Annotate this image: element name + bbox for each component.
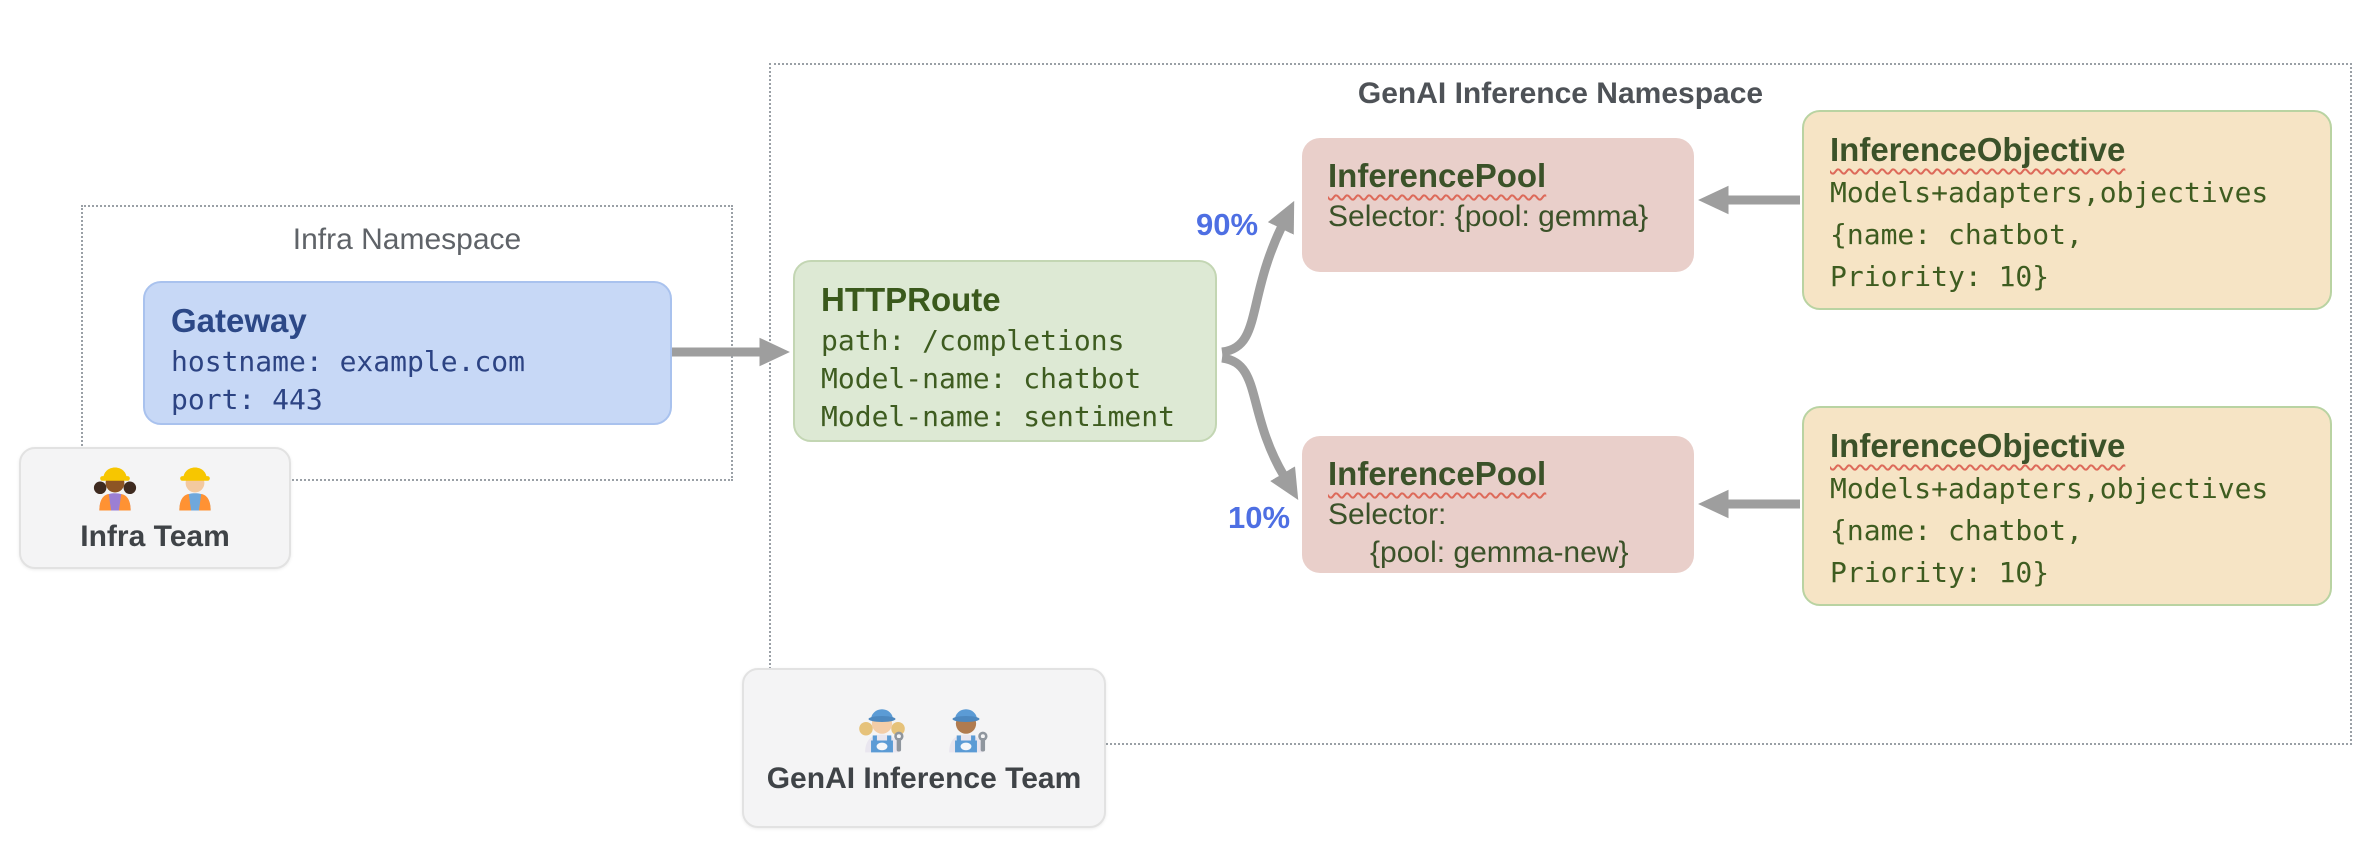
objective-models-line: Models+adapters,objectives xyxy=(1830,176,2269,209)
inference-objective-bottom: InferenceObjective Models+adapters,objec… xyxy=(1802,406,2332,606)
infra-team-label: Infra Team xyxy=(80,520,230,553)
inference-objective-top: InferenceObjective Models+adapters,objec… xyxy=(1802,110,2332,310)
woman-mechanic-icon xyxy=(859,709,905,753)
gateway-port: port: 443 xyxy=(171,383,323,416)
infra-team-card: Infra Team xyxy=(19,447,291,569)
gateway-node: Gateway hostname: example.com port: 443 xyxy=(143,281,672,425)
inference-pool-gemma: InferencePool Selector: {pool: gemma} xyxy=(1302,138,1694,272)
man-mechanic-icon xyxy=(949,709,988,753)
inference-pool-title: InferencePool xyxy=(1328,157,1547,194)
inference-pool-selector-value: {pool: gemma-new} xyxy=(1370,536,1629,569)
httproute-path: path: /completions xyxy=(821,324,1125,357)
objective-models-line: Models+adapters,objectives xyxy=(1830,472,2269,505)
objective-name-line: {name: chatbot, xyxy=(1830,218,2083,251)
infra-namespace-title: Infra Namespace xyxy=(292,223,522,256)
traffic-weight-10: 10% xyxy=(1228,500,1291,535)
infra-team-icons xyxy=(90,462,220,512)
objective-priority-line: Priority: 10} xyxy=(1830,260,2050,293)
inference-pool-gemma-new: InferencePool Selector: {pool: gemma-new… xyxy=(1302,436,1694,573)
inference-pool-selector: Selector: xyxy=(1328,498,1447,531)
inference-pool-selector: Selector: {pool: gemma} xyxy=(1328,200,1649,233)
genai-team-icons xyxy=(855,700,993,754)
gateway-title: Gateway xyxy=(171,302,307,339)
gateway-hostname: hostname: example.com xyxy=(171,345,526,378)
genai-team-label: GenAI Inference Team xyxy=(766,762,1082,795)
httproute-model-1: Model-name: chatbot xyxy=(821,362,1142,395)
inference-pool-title: InferencePool xyxy=(1328,455,1547,492)
inference-objective-title: InferenceObjective xyxy=(1830,131,2126,168)
httproute-title: HTTPRoute xyxy=(821,281,1001,318)
traffic-weight-90: 90% xyxy=(1196,207,1259,242)
genai-namespace-title: GenAI Inference Namespace xyxy=(1357,77,1764,110)
httproute-node: HTTPRoute path: /completions Model-name:… xyxy=(793,260,1217,442)
objective-priority-line: Priority: 10} xyxy=(1830,556,2050,589)
man-construction-worker-icon xyxy=(179,467,211,511)
httproute-model-2: Model-name: sentiment xyxy=(821,400,1176,433)
woman-construction-worker-icon xyxy=(93,467,137,511)
genai-namespace-box: GenAI Inference Namespace xyxy=(769,63,2352,745)
infra-namespace-box: Infra Namespace xyxy=(81,205,733,481)
inference-objective-title: InferenceObjective xyxy=(1830,427,2126,464)
genai-team-card: GenAI Inference Team xyxy=(742,668,1106,828)
objective-name-line: {name: chatbot, xyxy=(1830,514,2083,547)
